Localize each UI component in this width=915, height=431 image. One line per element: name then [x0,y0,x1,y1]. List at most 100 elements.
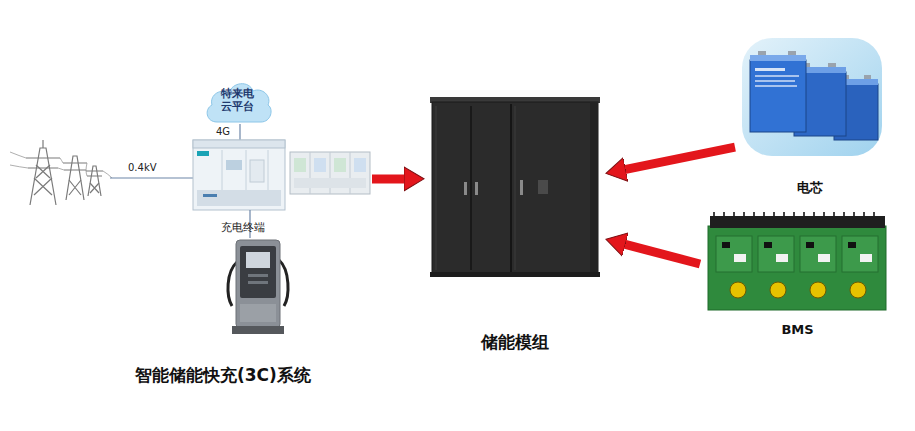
power-wire [10,165,87,176]
charger-cabinet [193,140,285,210]
node-label: 充电终端 [186,222,300,235]
storage-cabinet [470,106,472,270]
bms-board [818,254,830,262]
cloud-platform: 特来电云平台 [203,78,273,124]
bms-board [776,254,788,262]
bms-board [764,242,772,248]
container-unit [294,178,366,188]
storage-cabinet [538,180,548,194]
power-tower [90,183,99,193]
bms-board [850,282,866,298]
storage-cabinet [430,272,600,277]
container-unit [290,152,370,194]
container-unit [354,158,366,172]
charger-cabinet [193,140,285,148]
charging-pile [248,274,268,277]
charging-pile [246,252,270,268]
storage-cabinet [464,182,467,195]
cloud-shape [207,84,271,122]
power-tower [86,171,103,176]
flow-arrow [625,147,735,169]
power-wire [103,171,112,178]
charging-pile [236,240,280,328]
storage-module: 储能模组 [425,95,605,357]
container-unit [334,158,346,172]
network-label: 4G [216,126,230,137]
node-label: BMS [781,323,813,338]
node-label: 智能储能快充(3C)系统 [135,366,311,386]
container-unit [290,152,370,194]
signal-line [239,124,240,140]
bms-board [730,282,746,298]
power-tower [42,140,43,148]
charger-cabinet [193,140,285,210]
charging-pile [240,246,276,298]
power-tower [69,180,81,195]
battery-cells [755,68,785,71]
storage-cabinet [515,106,516,270]
signal-line [240,124,241,140]
battery-cells [742,38,882,156]
power-tower [34,165,52,195]
bms-board [810,282,826,298]
charging-terminal: 充电终端 [186,222,300,338]
charging-pile [248,281,268,284]
charging-pile [228,240,288,334]
battery-cells [788,51,796,55]
bms-board [758,236,794,272]
bms-board [734,254,746,262]
battery-cells [755,85,797,87]
charger-cabinet [226,160,242,170]
power-tower [26,158,60,168]
bms-board [722,242,730,248]
flow-arrow [372,174,405,183]
battery-cell: 电芯 [735,35,885,200]
charging-pile [232,326,284,334]
battery-cells [755,80,795,82]
power-wire [10,152,87,171]
bms-unit: BMS [700,212,895,342]
storage-cabinet [436,106,437,270]
container-unit [294,158,306,172]
node-label: 储能模组 [481,333,549,353]
storage-cabinet [520,180,523,195]
voltage-label: 0.4kV [128,162,157,173]
power-wire [10,152,112,178]
battery-cells [742,38,882,156]
battery-cells [828,63,836,67]
power-tower [30,148,56,205]
bms-board [848,242,856,248]
power-tower [63,163,87,170]
bms-board [714,212,874,216]
bms-board [860,254,872,262]
node-label: 电芯 [797,181,823,196]
system-group: 智能储能快充(3C)系统 特来电云平台充电终端 [15,60,372,400]
power-tower [26,140,103,205]
bms-board [708,226,886,310]
bms-board [770,282,786,298]
battery-cells [864,75,871,79]
bms-board [710,216,885,228]
supply-line [110,177,193,178]
bms-board [806,242,814,248]
container-unit [314,158,326,172]
bms-board [800,236,836,272]
bms-board [716,236,752,272]
battery-cells [750,55,806,61]
charger-cabinet [203,194,217,197]
storage-cabinet [430,97,600,277]
battery-cells [750,60,806,132]
battery-cells [755,75,799,77]
charger-cabinet [197,151,209,156]
charging-pile [240,304,276,322]
bms-board [708,212,886,310]
charger-cabinet [197,190,281,206]
supply-line [110,178,193,179]
bms-board [842,236,878,272]
storage-cabinet [475,182,478,195]
storage-cabinet [510,104,512,272]
storage-cabinet [432,102,598,274]
storage-cabinet [590,102,598,274]
battery-cells [758,51,766,55]
